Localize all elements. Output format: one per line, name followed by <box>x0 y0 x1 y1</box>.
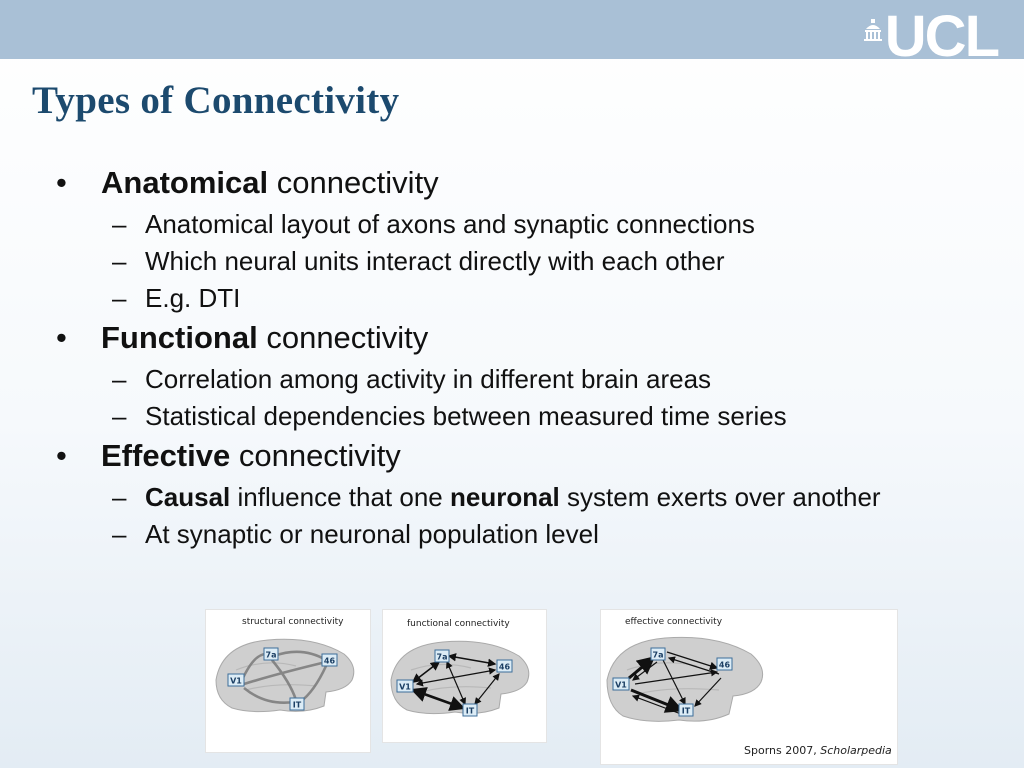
citation-author: Sporns 2007, <box>744 744 821 757</box>
sub-bold-causal: Causal <box>145 482 231 512</box>
bullet-dot: • <box>56 165 67 200</box>
node-v1: V1 <box>612 677 630 691</box>
sub-text: Statistical dependencies between measure… <box>145 401 787 431</box>
svg-text:7a: 7a <box>437 653 448 662</box>
svg-text:7a: 7a <box>266 651 277 660</box>
figure-citation: Sporns 2007, Scholarpedia <box>744 744 892 757</box>
figure-panel-effective: effective connectivity 7a 46 V1 IT <box>600 609 898 765</box>
sub-text: Which neural units interact directly wit… <box>145 246 725 276</box>
svg-text:7a: 7a <box>653 651 664 660</box>
effective-edges <box>628 651 722 715</box>
panel-title: functional connectivity <box>407 619 510 629</box>
functional-edges <box>410 653 500 711</box>
figure-panel-structural: structural connectivity 7a 46 V1 IT <box>205 609 371 753</box>
brain-shape <box>390 640 530 715</box>
bullet-dot: • <box>56 438 67 473</box>
node-v1: V1 <box>396 679 414 693</box>
svg-text:46: 46 <box>499 663 511 672</box>
sub-item: –Statistical dependencies between measur… <box>112 401 787 431</box>
svg-text:V1: V1 <box>399 683 411 692</box>
portico-icon <box>863 19 882 41</box>
node-46: 46 <box>496 659 513 673</box>
bullet-label: Functional <box>101 320 258 355</box>
bullet-dot: • <box>56 320 67 355</box>
sub-item: –Which neural units interact directly wi… <box>112 246 725 276</box>
bullet-text: connectivity <box>230 438 401 473</box>
svg-text:V1: V1 <box>615 681 627 690</box>
logo-text: UCL <box>884 4 1000 69</box>
bullet-text: connectivity <box>257 320 429 355</box>
sub-text: influence that one <box>230 482 450 512</box>
bullet-text: connectivity <box>268 165 439 200</box>
bullet-effective: • Effective connectivity <box>56 437 956 475</box>
sub-item: –At synaptic or neuronal population leve… <box>112 519 599 549</box>
brain-fold <box>235 662 317 691</box>
sub-item: –Correlation among activity in different… <box>112 364 712 394</box>
svg-text:IT: IT <box>466 707 475 716</box>
sub-text: E.g. DTI <box>145 283 241 313</box>
bullet-label: Effective <box>101 438 231 473</box>
sub-text: Correlation among activity in different … <box>145 364 712 394</box>
sub-item: –Causal influence that one neuronal syst… <box>112 482 881 512</box>
node-it: IT <box>289 697 305 711</box>
svg-text:46: 46 <box>324 657 336 666</box>
node-46: 46 <box>321 653 338 667</box>
sub-text: At synaptic or neuronal population level <box>145 519 599 549</box>
node-7a: 7a <box>650 647 666 661</box>
node-it: IT <box>462 703 478 717</box>
svg-text:IT: IT <box>682 707 691 716</box>
sub-item: –E.g. DTI <box>112 283 241 313</box>
bullet-label: Anatomical <box>101 165 269 200</box>
svg-text:46: 46 <box>719 661 731 670</box>
citation-source: Scholarpedia <box>820 744 892 757</box>
slide-title: Types of Connectivity <box>32 79 400 122</box>
node-7a: 7a <box>263 647 279 661</box>
sub-item: –Anatomical layout of axons and synaptic… <box>112 209 755 239</box>
sub-bold-neuronal: neuronal <box>449 482 560 512</box>
svg-text:V1: V1 <box>230 677 242 686</box>
sub-text: Anatomical layout of axons and synaptic … <box>145 209 755 239</box>
node-46: 46 <box>716 657 733 671</box>
panel-title: effective connectivity <box>625 617 723 627</box>
node-it: IT <box>678 703 694 717</box>
bullet-anatomical: • Anatomical connectivity <box>56 164 956 202</box>
functional-figure: functional connectivity 7a 46 V1 IT <box>390 619 530 717</box>
node-v1: V1 <box>227 673 245 687</box>
structural-figure: structural connectivity 7a 46 V1 IT <box>215 617 355 713</box>
node-7a: 7a <box>434 649 450 663</box>
bullet-functional: • Functional connectivity <box>56 319 956 357</box>
header-band <box>0 0 1024 59</box>
effective-figure: effective connectivity 7a 46 V1 IT <box>606 617 764 722</box>
sub-text: system exerts over another <box>559 482 881 512</box>
ucl-logo: UCL <box>863 4 1000 69</box>
svg-text:IT: IT <box>293 701 302 710</box>
bullet-list: • Anatomical connectivity –Anatomical lay… <box>56 158 956 549</box>
figure-panel-functional: functional connectivity 7a 46 V1 IT <box>382 609 547 743</box>
panel-title: structural connectivity <box>242 617 344 627</box>
